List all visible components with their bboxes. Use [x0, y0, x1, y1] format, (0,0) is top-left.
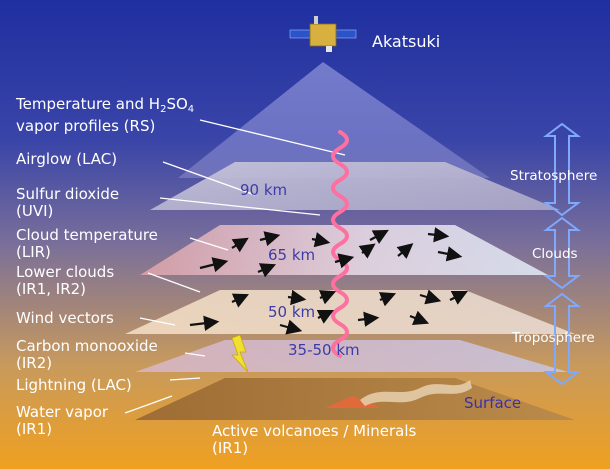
- mineral-plume: [360, 380, 472, 406]
- altitude-50km: 50 km: [268, 303, 316, 321]
- label-sulfur-dioxide: Sulfur dioxide (UVI): [16, 186, 119, 220]
- region-arrows: [543, 122, 581, 386]
- label-lightning: Lightning (LAC): [16, 377, 132, 394]
- label-sulfur-line1: Sulfur dioxide: [16, 185, 120, 203]
- label-water-vapor: Water vapor (IR1): [16, 404, 108, 438]
- stratosphere-arrow: [543, 122, 581, 217]
- plate-90km: [150, 162, 560, 210]
- label-lower-clouds-line1: Lower clouds: [16, 263, 115, 281]
- label-temperature-mid: SO: [166, 95, 188, 113]
- label-lightning-line1: Lightning (LAC): [16, 376, 132, 394]
- wind-vectors-65km: [199, 227, 463, 278]
- satellite-name: Akatsuki: [372, 32, 441, 51]
- radio-occultation-wave: [331, 130, 349, 358]
- label-airglow-line1: Airglow (LAC): [16, 150, 118, 168]
- label-carbon-monoxide: Carbon monooxide (IR2): [16, 338, 158, 372]
- label-sulfur-line2: (UVI): [16, 202, 54, 220]
- label-volcanoes-line2: (IR1): [212, 439, 249, 457]
- troposphere-arrow: [543, 292, 581, 386]
- label-co-line2: (IR2): [16, 354, 53, 372]
- volcano-shape: [325, 396, 382, 408]
- label-volcanoes-line1: Active volcanoes / Minerals: [212, 422, 417, 440]
- lightning-bolt-icon: [231, 334, 249, 373]
- region-troposphere: Troposphere: [512, 330, 595, 346]
- region-clouds: Clouds: [532, 246, 578, 262]
- clouds-arrow: [543, 216, 581, 290]
- akatsuki-satellite-icon: [289, 16, 357, 52]
- label-airglow: Airglow (LAC): [16, 151, 117, 168]
- altitude-65km: 65 km: [268, 246, 316, 264]
- label-volcanoes-minerals: Active volcanoes / Minerals (IR1): [212, 423, 416, 457]
- plate-50km: [125, 290, 575, 334]
- wind-vectors-50km: [189, 289, 468, 335]
- observation-cone: [178, 62, 490, 178]
- label-cloud-temp-line2: (LIR): [16, 243, 51, 261]
- label-wind-vectors: Wind vectors: [16, 310, 114, 327]
- label-wind-line1: Wind vectors: [16, 309, 114, 327]
- label-cloud-temp-line1: Cloud temperature: [16, 226, 158, 244]
- label-temperature-sub: 2: [160, 104, 167, 115]
- altitude-90km: 90 km: [240, 181, 288, 199]
- label-temperature-line2: vapor profiles (RS): [16, 117, 156, 135]
- label-water-line1: Water vapor: [16, 403, 109, 421]
- label-temperature-line1: Temperature and H: [16, 95, 161, 113]
- label-lower-clouds-line2: (IR1, IR2): [16, 280, 87, 298]
- label-temperature-sub2: 4: [187, 104, 195, 115]
- label-temperature-profiles: Temperature and H2SO4 vapor profiles (RS…: [16, 96, 194, 135]
- label-water-line2: (IR1): [16, 420, 53, 438]
- label-co-line1: Carbon monooxide: [16, 337, 158, 355]
- altitude-35-50km: 35-50 km: [288, 341, 360, 359]
- region-stratosphere: Stratosphere: [510, 168, 598, 184]
- label-lower-clouds: Lower clouds (IR1, IR2): [16, 264, 114, 298]
- surface-label: Surface: [464, 394, 522, 412]
- label-cloud-temperature: Cloud temperature (LIR): [16, 227, 158, 261]
